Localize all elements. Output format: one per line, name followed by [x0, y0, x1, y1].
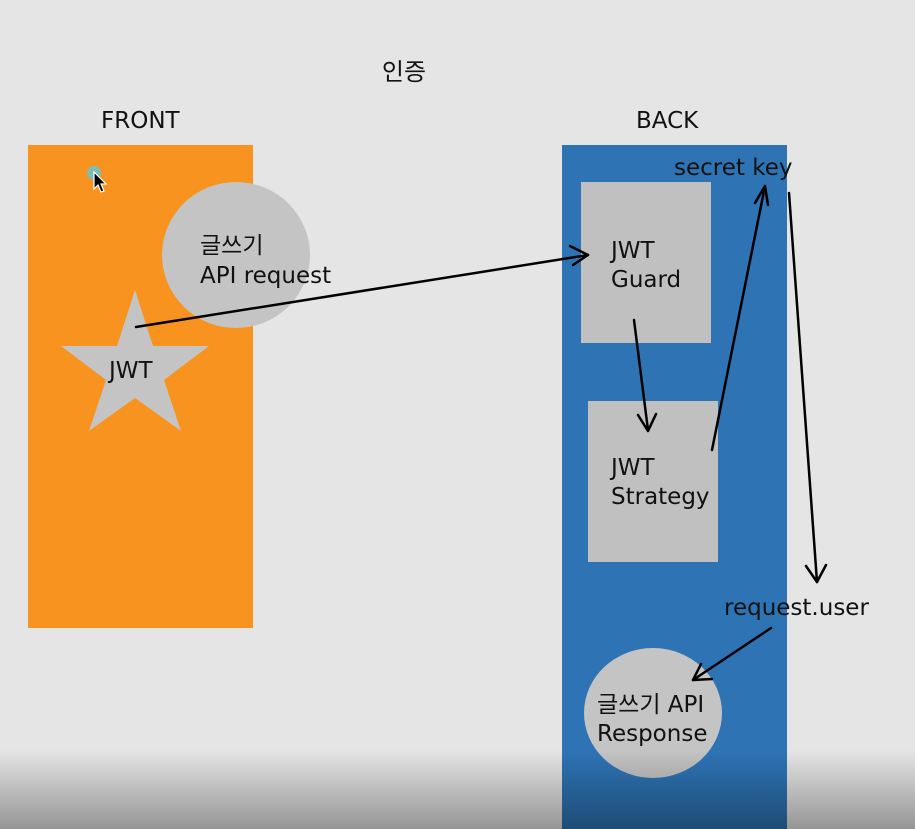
front-label: FRONT: [101, 108, 180, 134]
api-request-line2: API request: [200, 263, 332, 289]
arrow-request-user-to-response: [691, 626, 773, 682]
api-response-line1: 글쓰기 API: [597, 692, 705, 718]
arrow-strategy-to-secret-key: [710, 184, 770, 452]
jwt-star-label: JWT: [109, 358, 153, 384]
arrow-jwt-to-guard: [134, 244, 590, 329]
jwt-guard-box: [581, 182, 711, 343]
secret-key-label: secret key: [674, 155, 793, 181]
jwt-star-shape: [61, 290, 209, 431]
jwt-strategy-line1: JWT: [611, 455, 655, 481]
arrow-guard-to-strategy: [632, 318, 658, 433]
jwt-guard-line2: Guard: [611, 267, 682, 293]
jwt-strategy-box: [588, 401, 718, 562]
request-user-label: request.user: [724, 595, 869, 621]
api-request-line1: 글쓰기: [200, 233, 264, 259]
jwt-strategy-line2: Strategy: [611, 484, 710, 510]
mouse-pointer-icon: [87, 166, 108, 193]
jwt-guard-line1: JWT: [611, 238, 655, 264]
api-response-line2: Response: [597, 721, 708, 747]
arrow-secret-key-to-request-user: [787, 191, 828, 584]
diagram-title: 인증: [381, 58, 427, 86]
back-label: BACK: [636, 108, 699, 134]
